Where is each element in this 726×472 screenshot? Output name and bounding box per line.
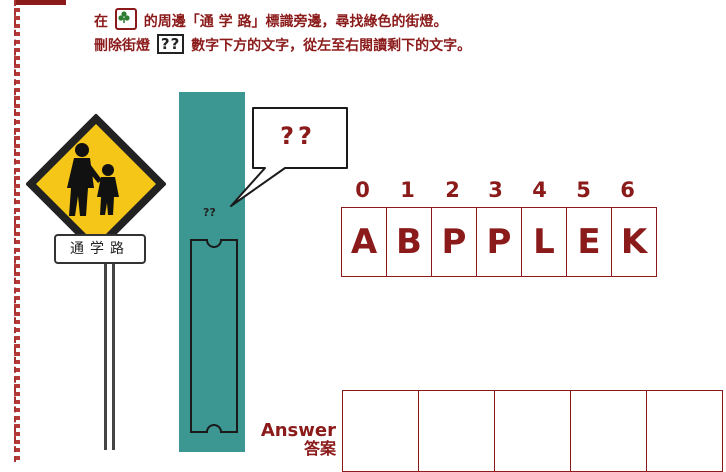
letter-cell-2: P [431, 207, 477, 277]
instruction-2-prefix: 刪除街燈 [94, 38, 150, 54]
school-children-sign-icon [26, 114, 166, 254]
callout-question-marks: ?? [280, 122, 316, 150]
index-4: 4 [532, 178, 547, 202]
answer-cell-4[interactable] [570, 390, 647, 472]
sign-pole-right [112, 200, 115, 450]
index-5: 5 [576, 178, 591, 202]
sign-pole-left [104, 200, 107, 450]
answer-label-en: Answer [260, 420, 336, 441]
corner-tab [16, 0, 66, 5]
letter-cell-6: K [611, 207, 657, 277]
answer-cell-3[interactable] [494, 390, 571, 472]
instruction-2-suffix: 數字下方的文字，從左至右閱讀剩下的文字。 [191, 38, 472, 54]
index-3: 3 [488, 178, 503, 202]
index-2: 2 [445, 178, 460, 202]
letter-cell-0: A [341, 207, 387, 277]
instruction-1-suffix: 的周邊「通 学 路」標識旁邊，尋找綠色的街燈。 [143, 14, 448, 30]
answer-cell-2[interactable] [418, 390, 495, 472]
dashed-page-border [14, 0, 20, 462]
answer-cell-5[interactable] [646, 390, 723, 472]
school-road-label: 通学路 [54, 234, 146, 264]
question-mark-box: ?? [156, 34, 185, 54]
instruction-1-prefix: 在 [94, 14, 108, 30]
letter-grid: A B P P L E K [341, 207, 657, 277]
index-row: 0 1 2 3 4 5 6 [340, 178, 660, 204]
answer-cell-1[interactable] [342, 390, 419, 472]
letter-cell-4: L [521, 207, 567, 277]
index-0: 0 [355, 178, 370, 202]
instruction-line-2: 刪除街燈 ?? 數字下方的文字，從左至右閱讀剩下的文字。 [94, 34, 654, 58]
answer-label-zh: 答案 [303, 439, 336, 458]
lamp-number-tag: ?? [203, 206, 216, 219]
instruction-line-1: 在 的周邊「通 学 路」標識旁邊，尋找綠色的街燈。 [94, 8, 654, 34]
club-card-icon [114, 8, 137, 30]
letter-cell-3: P [476, 207, 522, 277]
answer-grid [342, 390, 723, 472]
answer-label: Answer 答案 [248, 422, 336, 458]
letter-cell-5: E [566, 207, 612, 277]
instructions: 在 的周邊「通 学 路」標識旁邊，尋找綠色的街燈。 刪除街燈 ?? 數字下方的文… [94, 8, 654, 58]
letter-cell-1: B [386, 207, 432, 277]
index-1: 1 [400, 178, 415, 202]
index-6: 6 [620, 178, 635, 202]
callout-bubble [230, 107, 348, 207]
lamp-ticket-outline [190, 239, 238, 433]
